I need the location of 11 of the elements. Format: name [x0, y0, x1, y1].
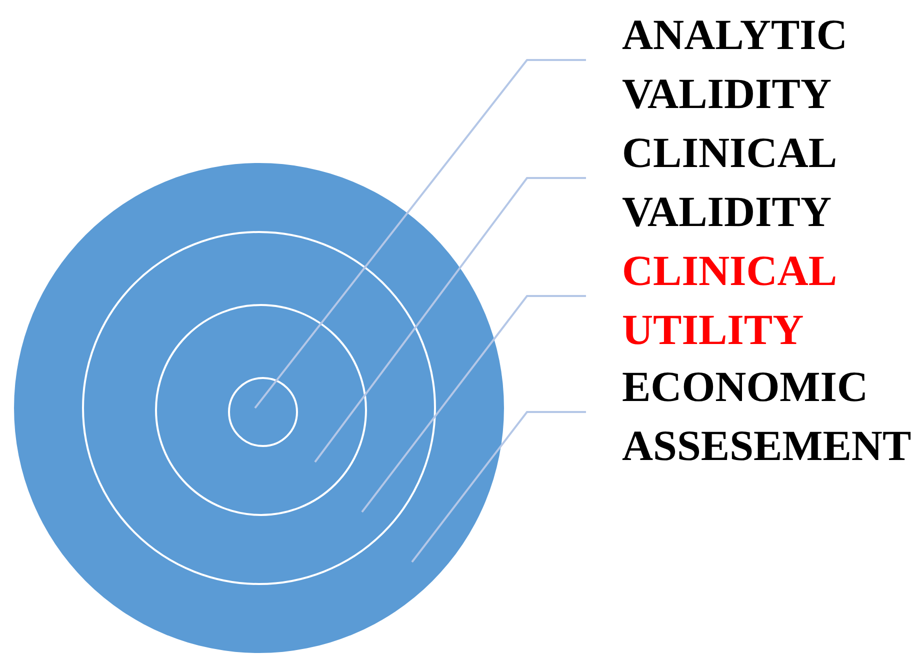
leader-line: [314, 177, 586, 463]
target-ring: [82, 231, 436, 585]
layer-label: CLINICAL UTILITY: [622, 247, 836, 356]
leader-line: [254, 59, 586, 409]
target-ring: [155, 304, 367, 516]
leader-line: [411, 411, 586, 563]
layer-label: ANALYTIC VALIDITY: [622, 11, 848, 120]
layer-label: CLINICAL VALIDITY: [622, 129, 836, 238]
layer-label: ECONOMIC ASSESEMENT: [622, 363, 912, 472]
target-ring: [228, 377, 298, 447]
leader-line: [361, 295, 586, 513]
